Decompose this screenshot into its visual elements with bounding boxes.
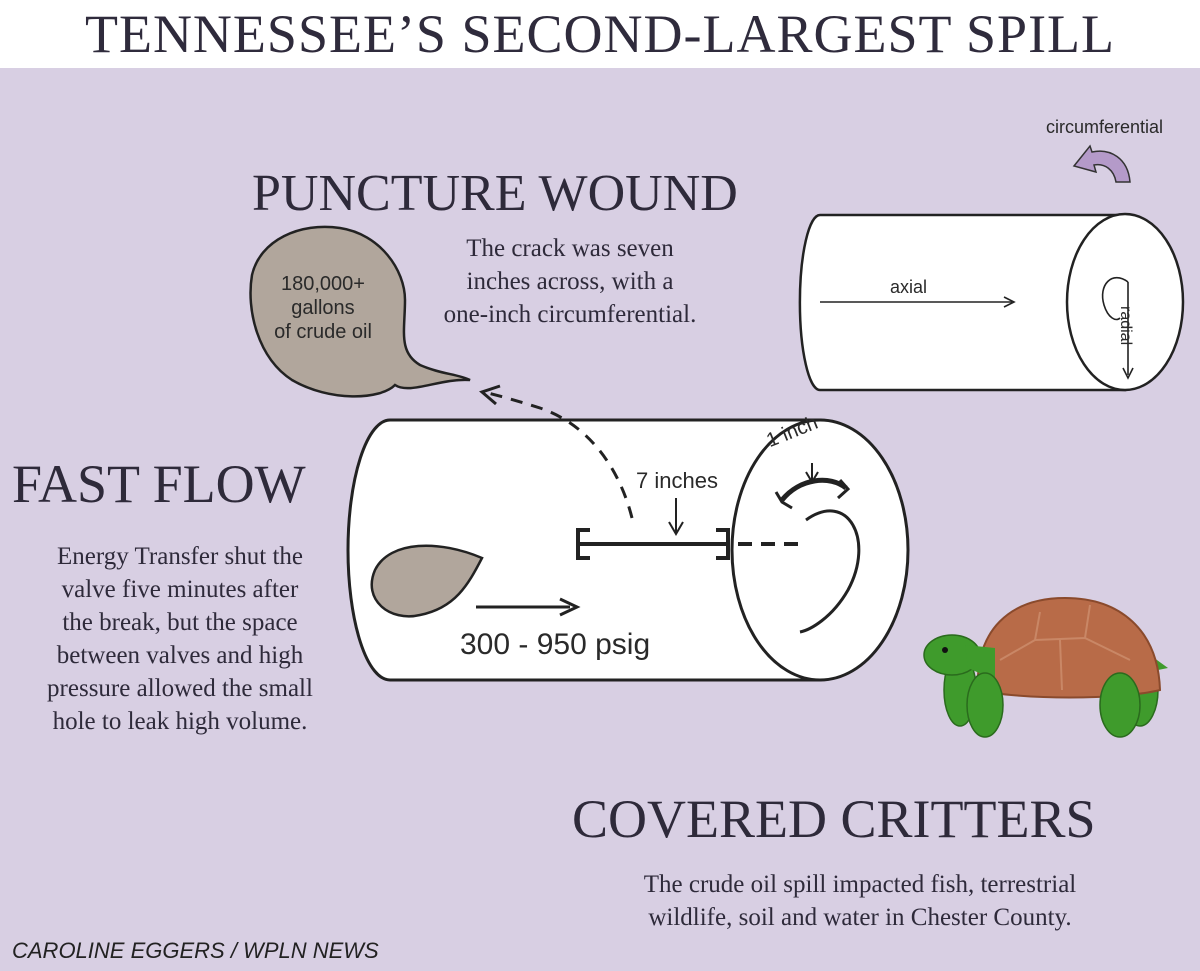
puncture-line: The crack was seven [466,235,674,262]
one-inch-pointer-head [805,471,819,484]
turtle-front-leg-right [1099,672,1141,738]
puncture-wound-heading: PUNCTURE WOUND [252,165,738,222]
crack-bracket-left [576,528,590,560]
critters-line: wildlife, soil and water in Chester Coun… [648,904,1072,931]
bubble-text: 180,000+ gallons of crude oil [258,272,388,344]
axes-pipe-end [1065,212,1185,392]
one-inch-bracket-right [836,479,851,500]
crack-bracket-right [716,528,730,560]
flow-arrow-head [559,597,581,617]
turtle-neck [965,645,995,680]
puncture-line: one-inch circumferential. [443,301,697,328]
bubble-line: of crude oil [274,321,372,343]
fast-flow-line: pressure allowed the small [47,675,313,702]
escape-dash-path [483,390,634,519]
title-banner [0,0,1200,68]
puncture-line: inches across, with a [466,268,674,295]
turtle-illustration [923,596,1168,738]
circumferential-arrow-icon [1072,144,1131,183]
axial-label: axial [890,277,928,297]
page-title: TENNESSEE’S SECOND-LARGEST SPILL [84,4,1116,64]
oil-bubble [249,225,471,398]
one-inch-bracket [780,477,848,502]
circumferential-label: circumferential [1046,117,1164,137]
seven-inch-pointer-head [668,521,684,536]
seven-inches-label: 7 inches [636,468,718,493]
axial-arrow-head [1003,296,1016,308]
main-pipe-body [346,418,822,682]
turtle-shell [976,596,1162,699]
covered-critters-heading: COVERED CRITTERS [572,789,1096,849]
bubble-line: gallons [291,297,355,319]
puncture-body: The crack was seven inches across, with … [400,232,740,331]
fast-flow-line: between valves and high [56,642,304,669]
fast-flow-line: Energy Transfer shut the [56,543,304,570]
turtle-eye [942,647,948,653]
oil-droplet [370,544,484,618]
end-crack-arc [799,509,861,634]
turtle-front-leg-left [966,672,1004,738]
radial-curl [1101,276,1129,321]
one-inch-bracket-left [774,491,793,510]
radial-label: radial [1117,306,1134,346]
escape-arrow-head [479,384,501,406]
radial-arrow-head [1122,367,1134,380]
main-pipe-end [730,418,910,682]
critters-line: The crude oil spill impacted fish, terre… [643,871,1077,898]
fast-flow-body: Energy Transfer shut the valve five minu… [0,540,360,738]
fast-flow-heading: FAST FLOW [12,454,306,514]
fast-flow-line: hole to leak high volume. [52,708,308,735]
critters-body: The crude oil spill impacted fish, terre… [560,868,1160,934]
turtle-shell-pattern [999,604,1131,691]
fast-flow-line: the break, but the space [62,609,298,636]
fast-flow-line: valve five minutes after [61,576,299,603]
pressure-label: 300 - 950 psig [460,628,651,661]
credit-line: CAROLINE EGGERS / WPLN NEWS [12,938,379,963]
bubble-line: 180,000+ [281,273,365,295]
